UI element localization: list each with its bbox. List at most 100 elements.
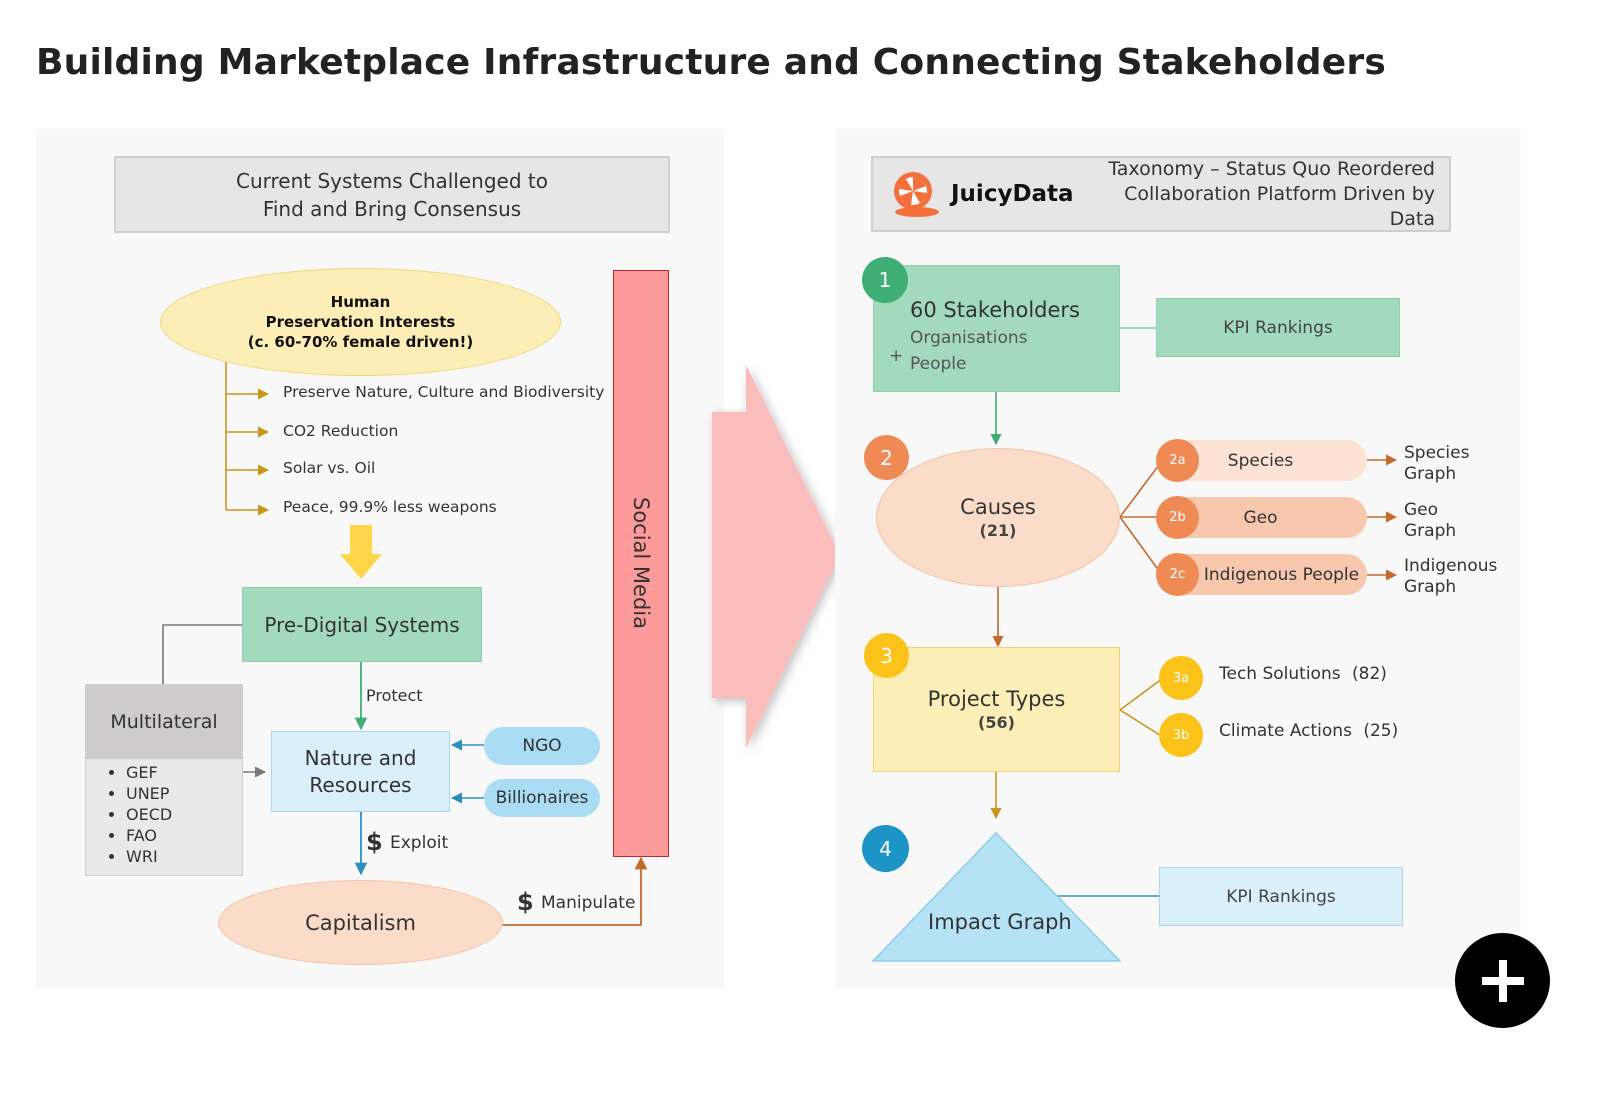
stakeholders-title: 60 Stakeholders [910, 298, 1080, 322]
predigital-multilateral-line [162, 624, 242, 685]
orange-logo-icon [894, 172, 939, 217]
stakeholders-kpi-label: KPI Rankings [1223, 317, 1333, 338]
brand-name: JuicyData [951, 181, 1074, 207]
social-media-bar: Social Media [613, 270, 669, 857]
tech-solutions-count: (82) [1352, 664, 1387, 684]
social-media-label: Social Media [629, 497, 653, 630]
manipulate-dollar-icon: $ [517, 888, 534, 916]
plus-icon: + [889, 346, 904, 366]
impact-graph-label: Impact Graph [928, 910, 1072, 934]
add-fab-button[interactable] [1455, 933, 1550, 1028]
multilateral-title: Multilateral [110, 711, 218, 733]
down-arrow-icon [340, 525, 382, 579]
ngo-pill: NGO [484, 727, 600, 765]
multilateral-item: GEF [126, 762, 242, 783]
climate-actions-label: Climate Actions (25) [1219, 721, 1398, 741]
project-types-count: (56) [978, 713, 1015, 732]
species-graph-line-2: Graph [1404, 464, 1457, 484]
capitalism-ellipse: Capitalism [218, 880, 503, 965]
step-2b-badge: 2b [1156, 496, 1199, 539]
causes-count: (21) [979, 521, 1017, 540]
stakeholders-box: 60 Stakeholders Organisations + People [873, 265, 1120, 392]
billionaires-label: Billionaires [495, 788, 589, 808]
nature-line-2: Resources [309, 772, 412, 797]
step-2a-badge: 2a [1156, 439, 1199, 482]
step-3-badge: 3 [864, 633, 909, 678]
page-title: Building Marketplace Infrastructure and … [36, 42, 1386, 83]
causes-branch-c [1119, 516, 1163, 576]
right-header-line-2: Collaboration Platform Driven by Data [1124, 182, 1435, 230]
indigenous-graph-label: Indigenous Graph [1404, 556, 1497, 598]
geo-label: Geo [1243, 507, 1278, 528]
interest-item-2: CO2 Reduction [283, 422, 399, 440]
interest-item-3: Solar vs. Oil [283, 459, 376, 477]
left-header-line-2: Find and Bring Consensus [262, 196, 522, 221]
right-header-line-1: Taxonomy – Status Quo Reordered [1108, 157, 1435, 180]
multilateral-item: OECD [126, 804, 242, 825]
species-graph-label: Species Graph [1404, 443, 1469, 485]
human-interests-line-3: (c. 60-70% female driven!) [247, 333, 474, 351]
big-arrow-icon [712, 365, 840, 748]
step-1-badge: 1 [862, 257, 908, 303]
projects-branch-b [1119, 709, 1164, 738]
causes-branch-a [1119, 460, 1163, 518]
multilateral-item: FAO [126, 825, 242, 846]
exploit-label: Exploit [390, 833, 449, 853]
human-interests-line-2: Preservation Interests [265, 313, 456, 331]
protect-label: Protect [366, 686, 423, 705]
geo-graph-line-2: Graph [1404, 521, 1457, 541]
capitalism-label: Capitalism [305, 910, 416, 935]
indigenous-graph-line-1: Indigenous [1404, 556, 1498, 576]
brand-logo: JuicyData [889, 166, 1074, 222]
species-graph-line-1: Species [1404, 443, 1470, 463]
climate-actions-count: (25) [1363, 721, 1399, 741]
right-header-text: Taxonomy – Status Quo Reordered Collabor… [1074, 157, 1435, 232]
causes-title: Causes [960, 495, 1036, 519]
nature-resources-box: Nature and Resources [271, 731, 450, 812]
causes-ellipse: Causes (21) [876, 448, 1120, 587]
projects-branch-a [1119, 677, 1164, 711]
tech-solutions-text: Tech Solutions [1219, 664, 1341, 684]
pre-digital-box: Pre-Digital Systems [242, 587, 482, 662]
step-3a-badge: 3a [1159, 656, 1203, 700]
step-4-badge: 4 [862, 825, 909, 872]
step-2-badge: 2 [864, 435, 909, 480]
climate-actions-text: Climate Actions [1219, 721, 1352, 741]
ngo-label: NGO [522, 736, 562, 756]
stakeholders-line-2: People [910, 354, 967, 374]
plus-icon [1481, 959, 1524, 1002]
interest-item-4: Peace, 99.9% less weapons [283, 498, 497, 516]
tech-solutions-label: Tech Solutions (82) [1219, 664, 1387, 684]
manipulate-label: Manipulate [541, 893, 636, 913]
species-label: Species [1227, 450, 1294, 471]
exploit-dollar-icon: $ [366, 828, 383, 856]
impact-triangle-icon [871, 831, 1122, 962]
multilateral-title-bar: Multilateral [86, 685, 242, 759]
left-header: Current Systems Challenged to Find and B… [114, 156, 670, 233]
stakeholders-kpi-box: KPI Rankings [1156, 298, 1400, 357]
right-header: JuicyData Taxonomy – Status Quo Reordere… [871, 156, 1451, 232]
human-interests-ellipse: Human Preservation Interests (c. 60-70% … [160, 268, 561, 376]
project-types-box: Project Types (56) [873, 647, 1120, 772]
multilateral-item: WRI [126, 846, 242, 867]
left-header-line-1: Current Systems Challenged to [236, 168, 548, 193]
multilateral-list: GEF UNEP OECD FAO WRI [86, 762, 242, 867]
pre-digital-label: Pre-Digital Systems [264, 612, 460, 637]
indigenous-graph-line-2: Graph [1404, 577, 1457, 597]
nature-line-1: Nature and [304, 745, 417, 770]
human-interests-line-1: Human [330, 293, 391, 311]
interest-item-1: Preserve Nature, Culture and Biodiversit… [283, 383, 605, 401]
step-2c-badge: 2c [1156, 553, 1199, 596]
multilateral-box: Multilateral GEF UNEP OECD FAO WRI [85, 684, 243, 876]
step-3b-badge: 3b [1159, 713, 1203, 757]
impact-kpi-label: KPI Rankings [1226, 886, 1336, 907]
indigenous-label: Indigenous People [1203, 564, 1360, 585]
billionaires-pill: Billionaires [484, 779, 600, 817]
geo-graph-label: Geo Graph [1404, 500, 1456, 542]
stakeholders-line-1: Organisations [910, 328, 1028, 348]
impact-kpi-box: KPI Rankings [1159, 867, 1403, 926]
